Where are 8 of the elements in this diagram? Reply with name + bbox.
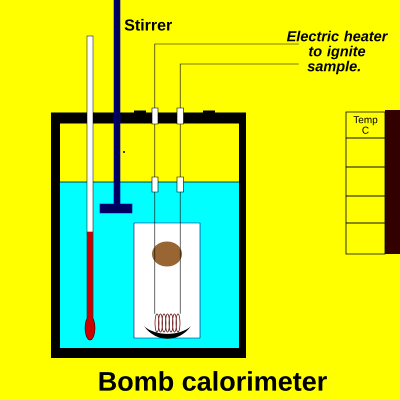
table-cell: Temp C (346, 112, 386, 138)
wire (180, 64, 300, 314)
wire (154, 44, 300, 314)
heater-coil (154, 314, 180, 332)
callout-text: Electric heater to ignite sample. (286, 30, 388, 74)
part-label: Stirrer (124, 18, 172, 31)
side-bar (385, 110, 400, 254)
title: Bomb calorimeter (100, 371, 327, 391)
